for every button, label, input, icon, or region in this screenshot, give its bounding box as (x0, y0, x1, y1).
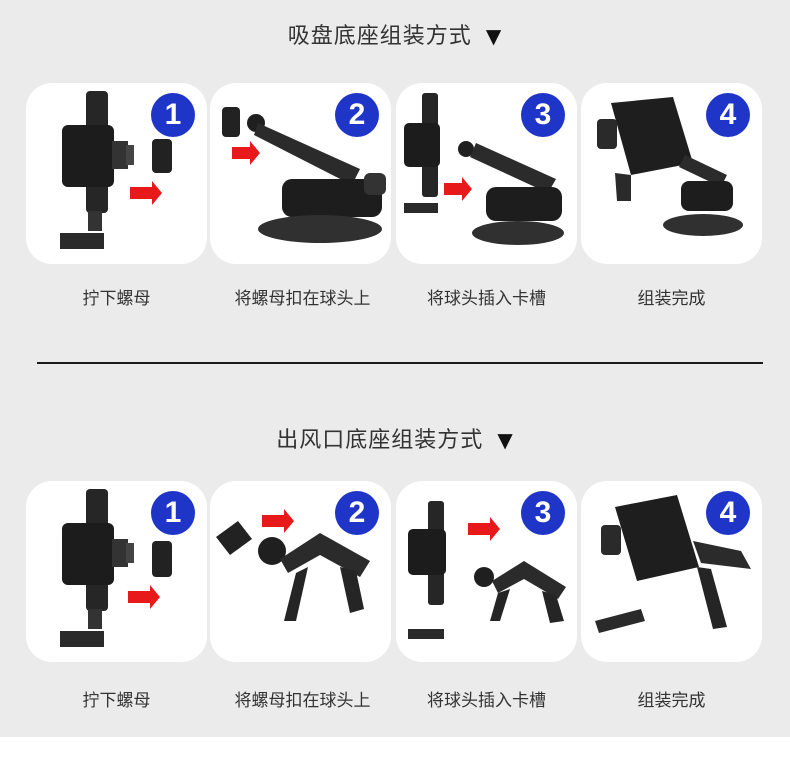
instruction-panel: 吸盘底座组装方式 ▼ 1 拧下螺母 2 将螺母扣在球头上 (0, 0, 790, 737)
step-number-badge: 2 (335, 93, 379, 137)
red-arrow-icon (444, 177, 472, 201)
section-title-suction: 吸盘底座组装方式 ▼ (0, 18, 790, 50)
insert-ball-image (404, 93, 564, 245)
step-caption: 将球头插入卡槽 (427, 691, 546, 711)
step-card-suction-2: 2 (210, 83, 391, 264)
step-caption: 组装完成 (637, 691, 706, 711)
red-arrow-icon (130, 181, 162, 205)
assembled-suction-mount-image (597, 97, 743, 236)
step-number-badge: 4 (706, 491, 750, 535)
step-number-badge: 1 (151, 93, 195, 137)
holder-clamp-image (60, 91, 172, 249)
step-card-suction-3: 3 (396, 83, 577, 264)
section-title-text: 出风口底座组装方式 (276, 428, 484, 453)
step-caption: 将球头插入卡槽 (427, 289, 546, 309)
step-number-badge: 1 (151, 491, 195, 535)
down-triangle-icon: ▼ (485, 24, 503, 48)
step-card-suction-4: 4 (581, 83, 762, 264)
step-caption: 将螺母扣在球头上 (234, 691, 371, 711)
red-arrow-icon (232, 141, 260, 165)
insert-vent-ball-image (408, 501, 566, 639)
section-divider (37, 362, 763, 364)
step-caption: 将螺母扣在球头上 (234, 289, 371, 309)
section-title-text: 吸盘底座组装方式 (287, 24, 472, 49)
step-card-vent-3: 3 (396, 481, 577, 662)
red-arrow-icon (468, 517, 500, 541)
step-number-badge: 2 (335, 491, 379, 535)
vent-clip-image (216, 509, 370, 621)
red-arrow-icon (128, 585, 160, 609)
step-number-badge: 3 (521, 491, 565, 535)
holder-clamp-image (60, 489, 172, 647)
step-caption: 拧下螺母 (82, 691, 151, 711)
step-caption: 组装完成 (637, 289, 706, 309)
step-caption: 拧下螺母 (82, 289, 151, 309)
step-card-vent-2: 2 (210, 481, 391, 662)
red-arrow-icon (262, 509, 294, 533)
down-triangle-icon: ▼ (497, 428, 514, 452)
step-card-vent-1: 1 (26, 481, 207, 662)
step-number-badge: 4 (706, 93, 750, 137)
assembled-vent-mount-image (595, 495, 751, 633)
step-card-suction-1: 1 (26, 83, 207, 264)
step-card-vent-4: 4 (581, 481, 762, 662)
step-number-badge: 3 (521, 93, 565, 137)
suction-base-image (222, 107, 386, 243)
section-title-air-vent: 出风口底座组装方式 ▼ (0, 422, 790, 454)
